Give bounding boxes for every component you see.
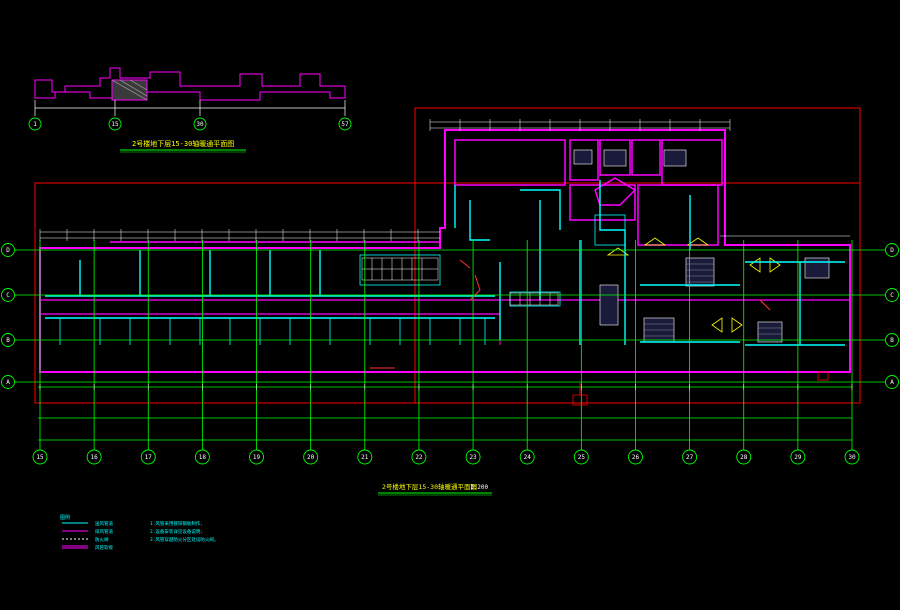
key-axis-57: 57 bbox=[338, 117, 352, 131]
key-axis-57-label: 57 bbox=[341, 121, 349, 128]
axis-marker-24-label: 24 bbox=[524, 454, 532, 461]
axis-right-C: C bbox=[885, 288, 899, 302]
axis-right-A: A bbox=[885, 375, 899, 389]
axis-marker-17: 17 bbox=[140, 449, 156, 465]
axis-marker-28: 28 bbox=[736, 449, 752, 465]
axis-left-B-label: B bbox=[6, 337, 10, 344]
upper-wing-rooms bbox=[454, 139, 723, 246]
key-axis-30: 30 bbox=[193, 117, 207, 131]
axis-marker-23: 23 bbox=[465, 449, 481, 465]
axis-marker-22-label: 22 bbox=[415, 454, 423, 461]
axis-right-C-label: C bbox=[890, 292, 894, 299]
dimension-ticks bbox=[39, 119, 853, 390]
legend: 图例 送风管道 排风管道 防火阀 风管软接 1.风管采用镀锌钢板制作, 2.设备… bbox=[60, 514, 218, 551]
axis-marker-17-label: 17 bbox=[145, 454, 153, 461]
key-axis-1-label: 1 bbox=[33, 121, 37, 128]
axis-marker-21: 21 bbox=[357, 449, 373, 465]
legend-item-1: 送风管道 bbox=[95, 520, 113, 527]
axis-marker-16-label: 16 bbox=[91, 454, 99, 461]
axis-right-A-label: A bbox=[890, 379, 894, 386]
axis-marker-19-label: 19 bbox=[253, 454, 261, 461]
axis-marker-30-label: 30 bbox=[848, 454, 856, 461]
legend-note-2: 2.设备安装详见设备说明, bbox=[150, 528, 203, 535]
axis-right-B: B bbox=[885, 333, 899, 347]
legend-note-1: 1.风管采用镀锌钢板制作, bbox=[150, 520, 203, 527]
bottom-axis-markers: 15 16 17 18 19 20 21 22 23 24 25 26 27 28 29 30 bbox=[32, 449, 860, 465]
axis-right-D-label: D bbox=[890, 247, 894, 254]
axis-left-B: B bbox=[1, 333, 15, 347]
legend-item-2: 排风管道 bbox=[95, 528, 113, 535]
building-walls bbox=[39, 129, 851, 373]
equipment-blocks bbox=[573, 149, 830, 343]
svg-text:图例: 图例 bbox=[60, 514, 70, 521]
axis-marker-29-label: 29 bbox=[794, 454, 802, 461]
axis-marker-26: 26 bbox=[628, 449, 643, 465]
axis-left-D: D bbox=[1, 243, 15, 257]
axis-marker-15: 15 bbox=[32, 449, 48, 465]
axis-marker-28-label: 28 bbox=[740, 454, 748, 461]
legend-note-3: 3.风管穿越防火分区处设防火阀。 bbox=[150, 536, 218, 543]
stairs bbox=[361, 257, 559, 306]
axis-right-D: D bbox=[885, 243, 899, 257]
key-axis-15: 15 bbox=[108, 117, 122, 131]
axis-marker-20: 20 bbox=[303, 449, 319, 465]
axis-marker-25: 25 bbox=[573, 449, 589, 465]
legend-item-3: 防火阀 bbox=[95, 536, 109, 543]
axis-left-D-label: D bbox=[6, 247, 10, 254]
key-plan-axis-markers: 1 15 30 57 bbox=[28, 117, 352, 131]
axis-marker-27: 27 bbox=[682, 449, 698, 465]
vertical-grid bbox=[39, 240, 853, 450]
axis-left-A: A bbox=[1, 375, 15, 389]
equipment-hatching bbox=[644, 263, 782, 337]
axis-left-C-label: C bbox=[6, 292, 10, 299]
key-plan-title: 2号楼地下层15-30轴暖通平面图 bbox=[132, 139, 234, 148]
axis-marker-18-label: 18 bbox=[199, 454, 207, 461]
axis-left-A-label: A bbox=[6, 379, 10, 386]
axis-marker-24: 24 bbox=[519, 449, 535, 465]
axis-right-B-label: B bbox=[890, 337, 894, 344]
axis-marker-19: 19 bbox=[249, 449, 264, 465]
key-plan bbox=[34, 67, 346, 101]
main-plan-title: 2号楼地下层15-30轴暖通平面图 bbox=[382, 482, 477, 491]
legend-item-4: 风管软接 bbox=[95, 544, 113, 551]
drawing-frame bbox=[34, 107, 861, 404]
side-axis-markers: D D C C B B A A bbox=[1, 243, 899, 389]
section-markers bbox=[572, 371, 829, 406]
key-plan-axes bbox=[34, 100, 346, 116]
axis-marker-27-label: 27 bbox=[686, 454, 694, 461]
axis-marker-26-label: 26 bbox=[632, 454, 640, 461]
key-axis-15-label: 15 bbox=[111, 121, 119, 128]
key-axis-1: 1 bbox=[28, 117, 42, 131]
axis-marker-18: 18 bbox=[194, 449, 210, 465]
axis-marker-22: 22 bbox=[411, 449, 427, 465]
axis-marker-21-label: 21 bbox=[361, 454, 369, 461]
key-axis-30-label: 30 bbox=[196, 121, 204, 128]
axis-marker-20-label: 20 bbox=[307, 454, 315, 461]
axis-left-C: C bbox=[1, 288, 15, 302]
axis-marker-16: 16 bbox=[86, 449, 102, 465]
axis-marker-23-label: 23 bbox=[469, 454, 477, 461]
axis-marker-15-label: 15 bbox=[36, 454, 44, 461]
duct-runs bbox=[45, 180, 845, 346]
axis-marker-29: 29 bbox=[790, 449, 806, 465]
main-plan-scale: 1:200 bbox=[470, 484, 488, 491]
axis-marker-25-label: 25 bbox=[578, 454, 586, 461]
horizontal-grid bbox=[15, 249, 885, 441]
axis-marker-30: 30 bbox=[844, 449, 860, 465]
